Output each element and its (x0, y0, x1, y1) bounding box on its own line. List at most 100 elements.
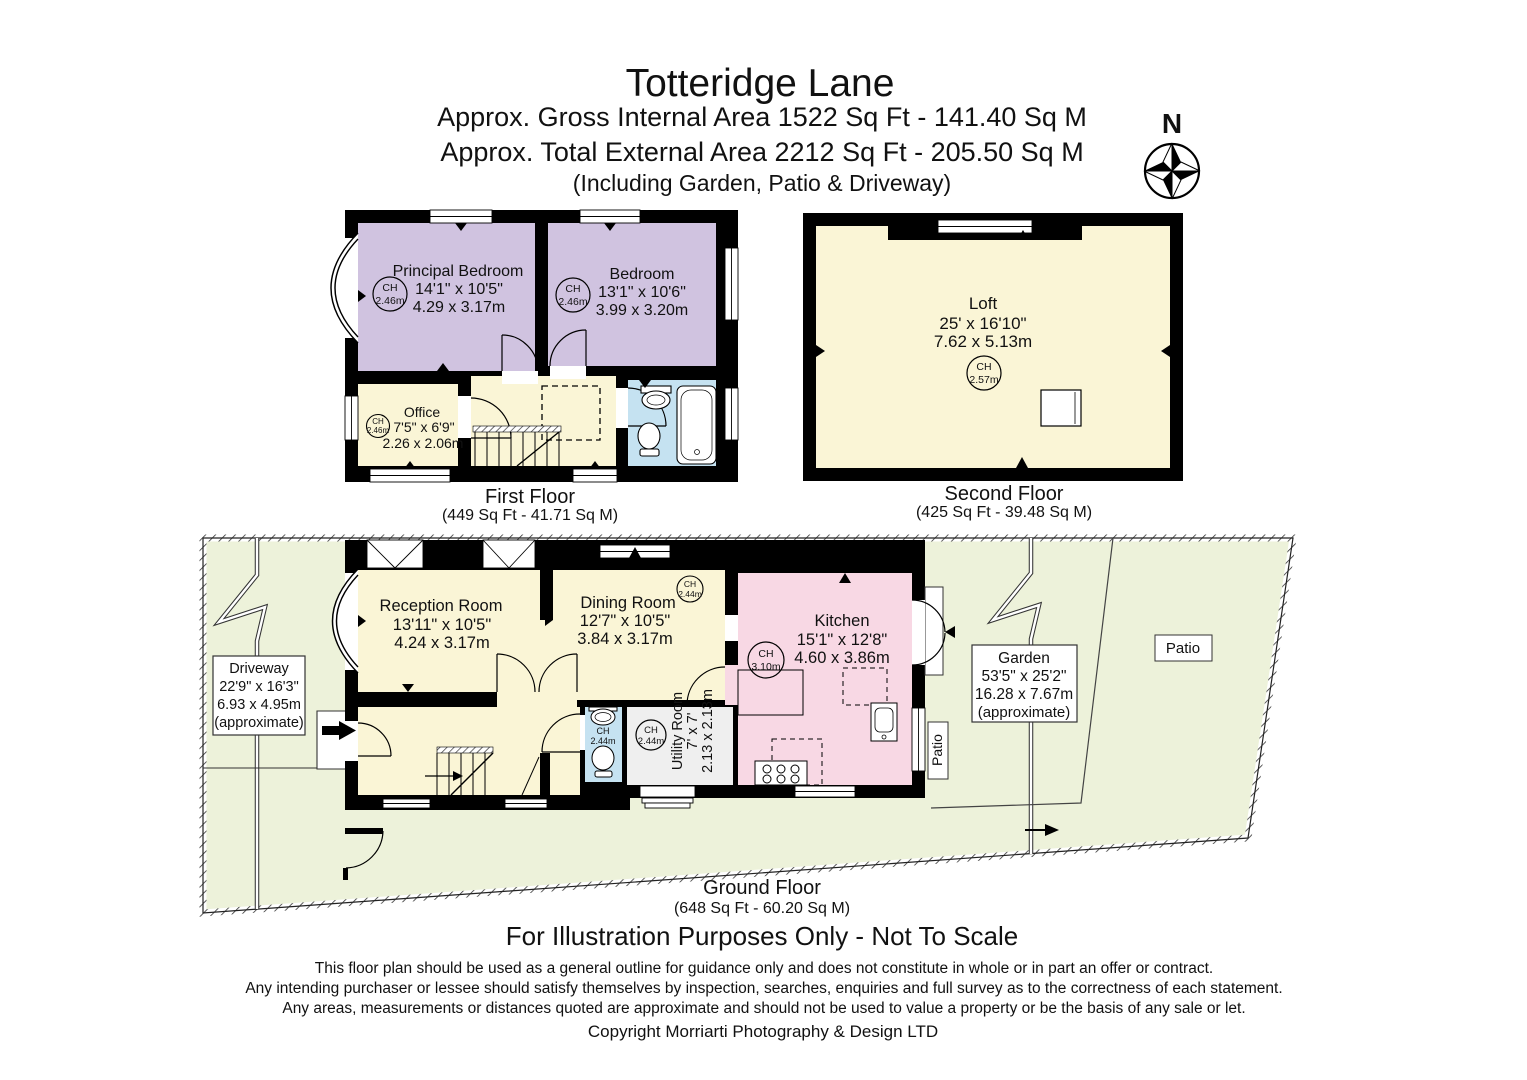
garden-imperial: 53'5" x 25'2" (981, 668, 1066, 685)
driveway-label-box: Driveway 22'9" x 16'3" 6.93 x 4.95m (app… (212, 655, 306, 736)
principal-bedroom-name: Principal Bedroom (393, 263, 524, 280)
room-office (358, 384, 458, 466)
driveway-note: (approximate) (214, 715, 303, 731)
office-ch-circle (365, 413, 391, 439)
utility-metric: 2.13 x 2.13m (700, 689, 716, 773)
not-to-scale-notice: For Illustration Purposes Only - Not To … (505, 921, 1019, 951)
bedroom-name: Bedroom (610, 266, 675, 283)
dining-metric: 3.84 x 3.17m (577, 630, 672, 648)
disclaimer-line-1: This floor plan should be used as a gene… (314, 960, 1214, 977)
lawn-boundary-line (930, 537, 1114, 809)
rear-windows (382, 707, 926, 809)
total-external-area: Approx. Total External Area 2212 Sq Ft -… (440, 137, 1084, 167)
room-bedroom (548, 223, 716, 366)
dining-name: Dining Room (580, 594, 675, 612)
garden-gate-arrow (1025, 824, 1059, 836)
patio-side-label-box: Patio (927, 721, 949, 780)
dining-ch-circle (676, 575, 704, 603)
loft-name: Loft (969, 294, 998, 313)
dining-imperial: 12'7" x 10'5" (580, 612, 671, 630)
room-reception (358, 570, 540, 692)
loft-markers (816, 230, 1170, 468)
wc-fixtures (588, 706, 618, 778)
garden-name: Garden (998, 650, 1050, 667)
first-floor-area: (449 Sq Ft - 41.71 Sq M) (441, 507, 619, 524)
patio-side-label: Patio (929, 734, 945, 766)
compass-rose-icon (1143, 142, 1201, 200)
principal-bedroom-ch-label: CH (382, 282, 397, 294)
loft-ch-value: 2.57m (969, 374, 998, 386)
kitchen-ch-label: CH (758, 648, 773, 660)
disclaimer-line-3: Any areas, measurements or distances quo… (282, 1000, 1246, 1017)
window-markers (358, 223, 725, 469)
utility-name: Utility Room (670, 692, 686, 770)
stairs-ground-floor (425, 746, 550, 797)
office-ch-label: CH (372, 417, 384, 426)
principal-bedroom-metric: 4.29 x 3.17m (413, 299, 506, 316)
garden-note: (approximate) (978, 704, 1071, 721)
kitchen-ch-value: 3.10m (751, 661, 780, 673)
office-imperial: 7'5" x 6'9" (393, 419, 454, 435)
reception-metric: 4.24 x 3.17m (394, 634, 489, 652)
room-landing (471, 376, 616, 466)
kitchen-imperial: 15'1" x 12'8" (797, 631, 888, 649)
reception-name: Reception Room (380, 597, 503, 615)
ground-floor-plan: CH 2.44m Reception Room 13'11" x 10'5" 4… (199, 534, 1298, 917)
kitchen-french-doors (911, 586, 955, 676)
dining-ch-value: 2.44m (678, 589, 702, 599)
bedroom-ch-label: CH (565, 283, 580, 295)
patio-main-label: Patio (1166, 640, 1200, 657)
principal-bedroom-imperial: 14'1" x 10'5" (415, 281, 503, 298)
bedroom-imperial: 13'1" x 10'6" (598, 284, 686, 301)
loft-ch-circle (966, 355, 1002, 391)
wc-ch-value: 2.44m (590, 736, 615, 746)
office-name: Office (404, 404, 441, 420)
garden-metric: 16.28 x 7.67m (975, 686, 1073, 703)
principal-bedroom-ch-value: 2.46m (375, 295, 404, 307)
room-dining (553, 570, 725, 700)
room-principal-bedroom (358, 223, 535, 371)
reception-imperial: 13'11" x 10'5" (393, 616, 492, 634)
wc-toilet-icon (591, 745, 615, 771)
ground-floor-doors (345, 653, 738, 761)
ground-floor-caption: Ground Floor (703, 877, 821, 899)
wc-ch-label: CH (597, 726, 610, 736)
room-utility (627, 707, 733, 785)
room-kitchen (738, 573, 912, 785)
second-floor-area: (425 Sq Ft - 39.48 Sq M) (915, 504, 1093, 521)
bedroom-ch-circle (555, 277, 591, 313)
bay-window (330, 232, 359, 344)
office-metric: 2.26 x 2.06m (383, 435, 464, 451)
patio-main-label-box: Patio (1154, 634, 1213, 662)
ground-markers (358, 547, 851, 692)
site-boundary-line (202, 537, 1294, 914)
driveway-metric: 6.93 x 4.95m (217, 697, 301, 713)
gross-internal-area: Approx. Gross Internal Area 1522 Sq Ft -… (437, 102, 1087, 132)
disclaimer-line-2: Any intending purchaser or lessee should… (245, 980, 1283, 997)
kitchen-ch-circle (747, 641, 785, 679)
kitchen-fittings (737, 667, 898, 786)
first-floor-caption: First Floor (485, 486, 575, 508)
copyright-line: Copyright Morriarti Photography & Design… (587, 1022, 939, 1041)
second-floor-caption: Second Floor (944, 483, 1064, 505)
page-title: Totteridge Lane (625, 62, 895, 105)
utility-ch-label: CH (644, 725, 658, 736)
room-loft (816, 226, 1170, 468)
kitchen-metric: 4.60 x 3.86m (794, 649, 889, 667)
driveway-name: Driveway (229, 661, 289, 677)
toilet-icon (637, 422, 661, 450)
second-floor-plan: Loft 25' x 16'10" 7.62 x 5.13m CH 2.57m (803, 213, 1183, 481)
including-note: (Including Garden, Patio & Driveway) (572, 170, 952, 196)
utility-ch-value: 2.44m (638, 736, 664, 747)
office-ch-value: 2.46m (367, 426, 390, 435)
stairs-first-floor (472, 425, 562, 467)
loft-hatch-box (1040, 389, 1082, 427)
first-floor-plan: Principal Bedroom 14'1" x 10'5" 4.29 x 3… (330, 209, 739, 483)
compass-north-label: N (1161, 108, 1183, 139)
dormer-window (937, 219, 1033, 234)
utility-imperial: 7' x 7' (685, 712, 701, 749)
utility-ch-circle (635, 719, 667, 751)
entrance-porch (316, 710, 356, 770)
reception-dining-opening (540, 620, 553, 692)
